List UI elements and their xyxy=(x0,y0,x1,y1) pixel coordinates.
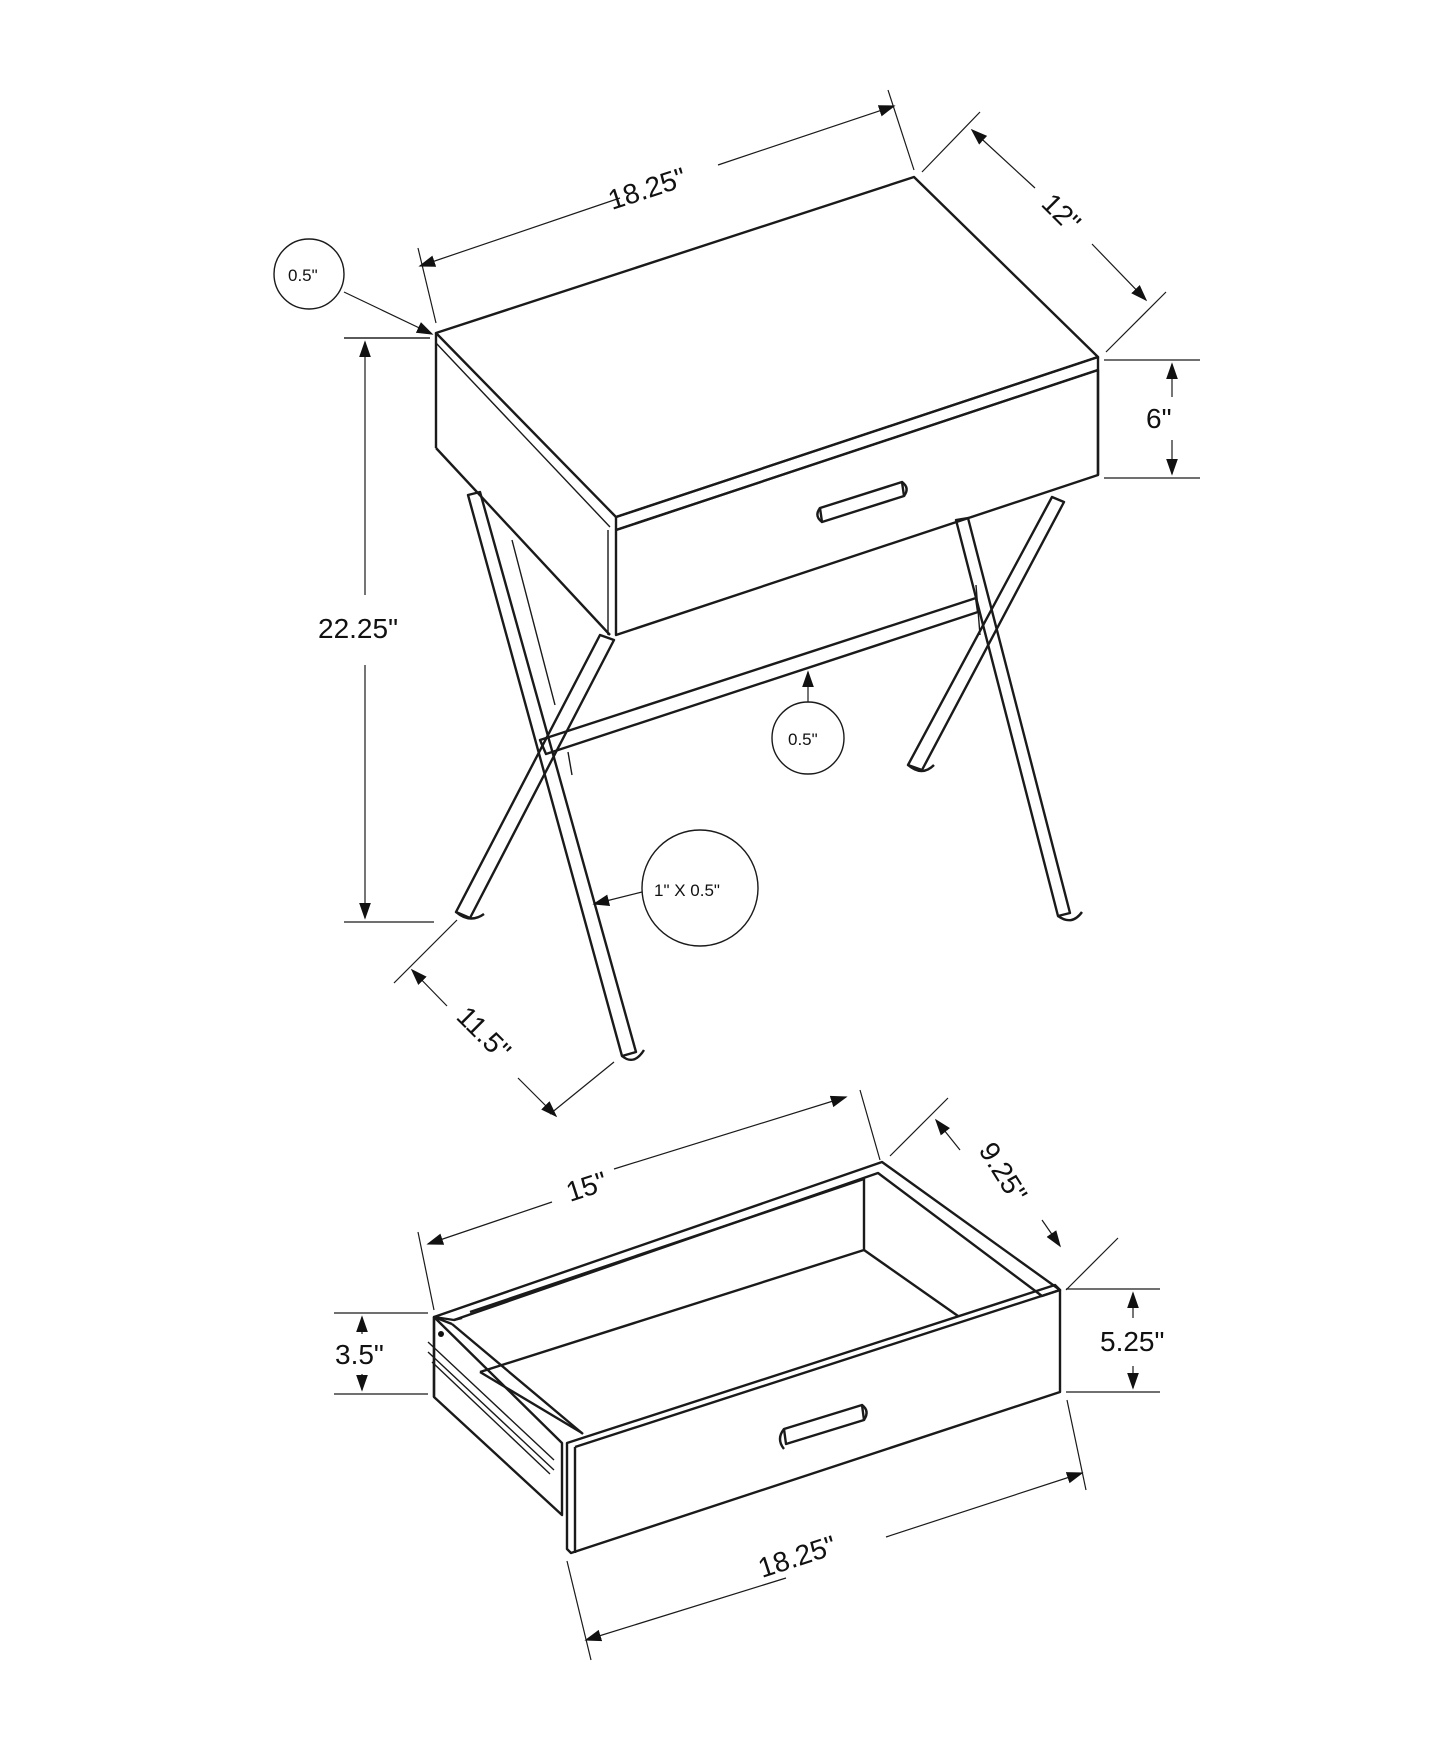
dim-table-width: 18.25" xyxy=(417,89,915,324)
drawer-drawing xyxy=(427,1160,1062,1555)
dim-top-thickness-callout: 0.5" xyxy=(273,238,434,339)
label-top-depth: 12" xyxy=(1036,187,1087,238)
label-stretcher: 0.5" xyxy=(788,730,818,749)
drawer-front xyxy=(614,368,1100,637)
stretcher-bar xyxy=(538,596,980,756)
right-x-legs xyxy=(906,495,1083,922)
dim-leg-depth: 11.5" xyxy=(393,919,615,1118)
drawer-rim xyxy=(432,1160,1062,1322)
label-drawer-depth: 9.25" xyxy=(973,1137,1033,1208)
drawer-pull-icon xyxy=(816,480,908,524)
callout-circle xyxy=(641,829,759,947)
dim-drawer-front-width: 18.25" xyxy=(566,1399,1087,1661)
dim-drawer-width: 15" xyxy=(417,1089,881,1311)
dim-overall-height: 22.25" xyxy=(318,337,434,923)
label-drawer-front-width: 18.25" xyxy=(754,1529,840,1583)
dim-stretcher-callout: 0.5" xyxy=(771,670,845,775)
label-overall-height: 22.25" xyxy=(318,613,398,644)
dim-drawer-depth: 9.25" xyxy=(889,1097,1119,1291)
left-x-legs xyxy=(454,490,646,1062)
label-leg-depth: 11.5" xyxy=(451,1000,517,1066)
label-top-width: 18.25" xyxy=(604,161,690,215)
label-top-thickness: 0.5" xyxy=(288,266,318,285)
label-drawer-front-height: 5.25" xyxy=(1100,1326,1164,1357)
drawer-front-panel xyxy=(565,1283,1062,1555)
dim-apron-height: 6" xyxy=(1104,359,1200,479)
label-apron-height: 6" xyxy=(1146,403,1172,434)
table-drawing xyxy=(434,175,1100,1062)
callout-circle xyxy=(273,238,345,310)
drawer-pull-icon xyxy=(778,1403,868,1450)
label-drawer-side-height: 3.5" xyxy=(335,1339,384,1370)
dim-table-depth: 12" xyxy=(921,111,1167,353)
dim-leg-profile-callout: 1" X 0.5" xyxy=(592,829,759,947)
dim-drawer-side-height: 3.5" xyxy=(334,1312,428,1395)
label-drawer-width: 15" xyxy=(562,1166,611,1208)
dim-drawer-front-height: 5.25" xyxy=(1066,1288,1164,1393)
label-leg-profile: 1" X 0.5" xyxy=(654,881,720,900)
drawer-screw-icon xyxy=(438,1331,444,1337)
